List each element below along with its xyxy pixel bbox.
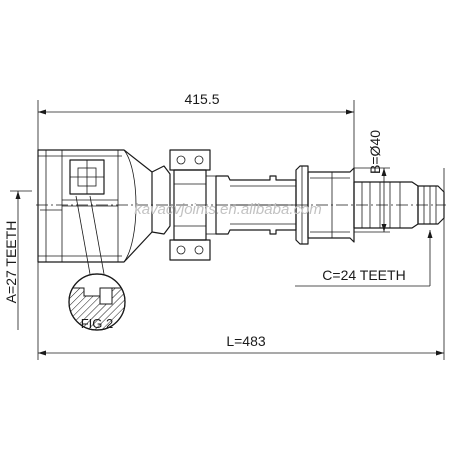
tripod-detail	[62, 159, 118, 275]
spline-c-label: C=24 TEETH	[322, 267, 405, 283]
watermark: kavacvjoints.en.alibaba.com	[134, 201, 322, 218]
overall-length-label: L=483	[226, 333, 266, 349]
boot	[151, 165, 171, 235]
middle-shaft	[307, 167, 355, 243]
fig2-detail: FIG 2	[68, 273, 126, 331]
dimension-shaft-length: 415.5	[38, 91, 354, 115]
fig2-label: FIG 2	[81, 316, 114, 331]
spline-a-label: A=27 TEETH	[3, 221, 19, 304]
diameter-label: B=Ø40	[367, 130, 383, 174]
spline-c-callout: C=24 TEETH	[295, 230, 433, 287]
dimension-overall-length: L=483	[38, 333, 444, 356]
shaft-length-label: 415.5	[184, 91, 219, 107]
spline-a-callout: A=27 TEETH	[3, 191, 21, 330]
